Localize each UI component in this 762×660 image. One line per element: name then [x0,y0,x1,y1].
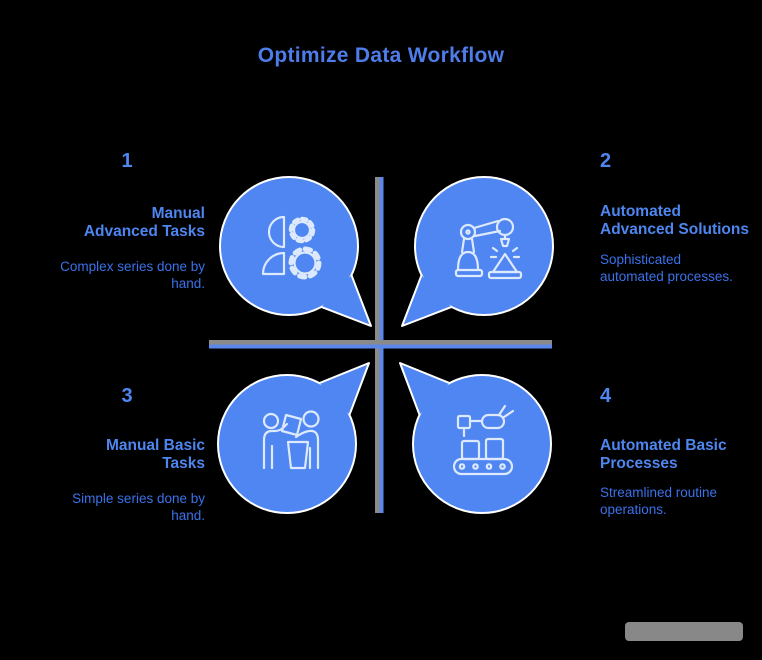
speech-bubble-manual-advanced [219,176,372,327]
quadrant-1-number: 1 [121,150,133,172]
quadrant-3-number: 3 [121,385,133,407]
divider-lines [209,177,552,513]
people-exchanging-document-icon [262,410,320,470]
quadrant-1-heading: Manual Advanced Tasks [83,205,205,240]
speech-bubble-manual-basic [217,362,370,514]
speech-bubble-automated-basic [399,362,552,514]
person-with-gears-icon [261,215,322,280]
robotic-arm-icon [454,217,523,280]
quadrant-2-description: Sophisticated automated processes. [600,252,733,284]
conveyor-belt-robot-icon [452,404,515,476]
quadrant-4-heading: Automated Basic Processes [600,437,727,472]
quadrant-1-description: Complex series done by hand. [60,259,205,291]
quadrant-3-heading: Manual Basic Tasks [105,437,205,472]
quadrant-4-description: Streamlined routine operations. [600,485,718,517]
speech-bubble-automated-advanced [401,176,554,327]
page-title: Optimize Data Workflow [257,44,505,67]
quadrant-3-description: Simple series done by hand. [72,491,205,523]
quadrant-2-heading: Automated Advanced Solutions [600,203,749,238]
quadrant-4-number: 4 [600,385,612,407]
quadrant-2-number: 2 [600,150,612,172]
watermark-badge [625,622,743,641]
